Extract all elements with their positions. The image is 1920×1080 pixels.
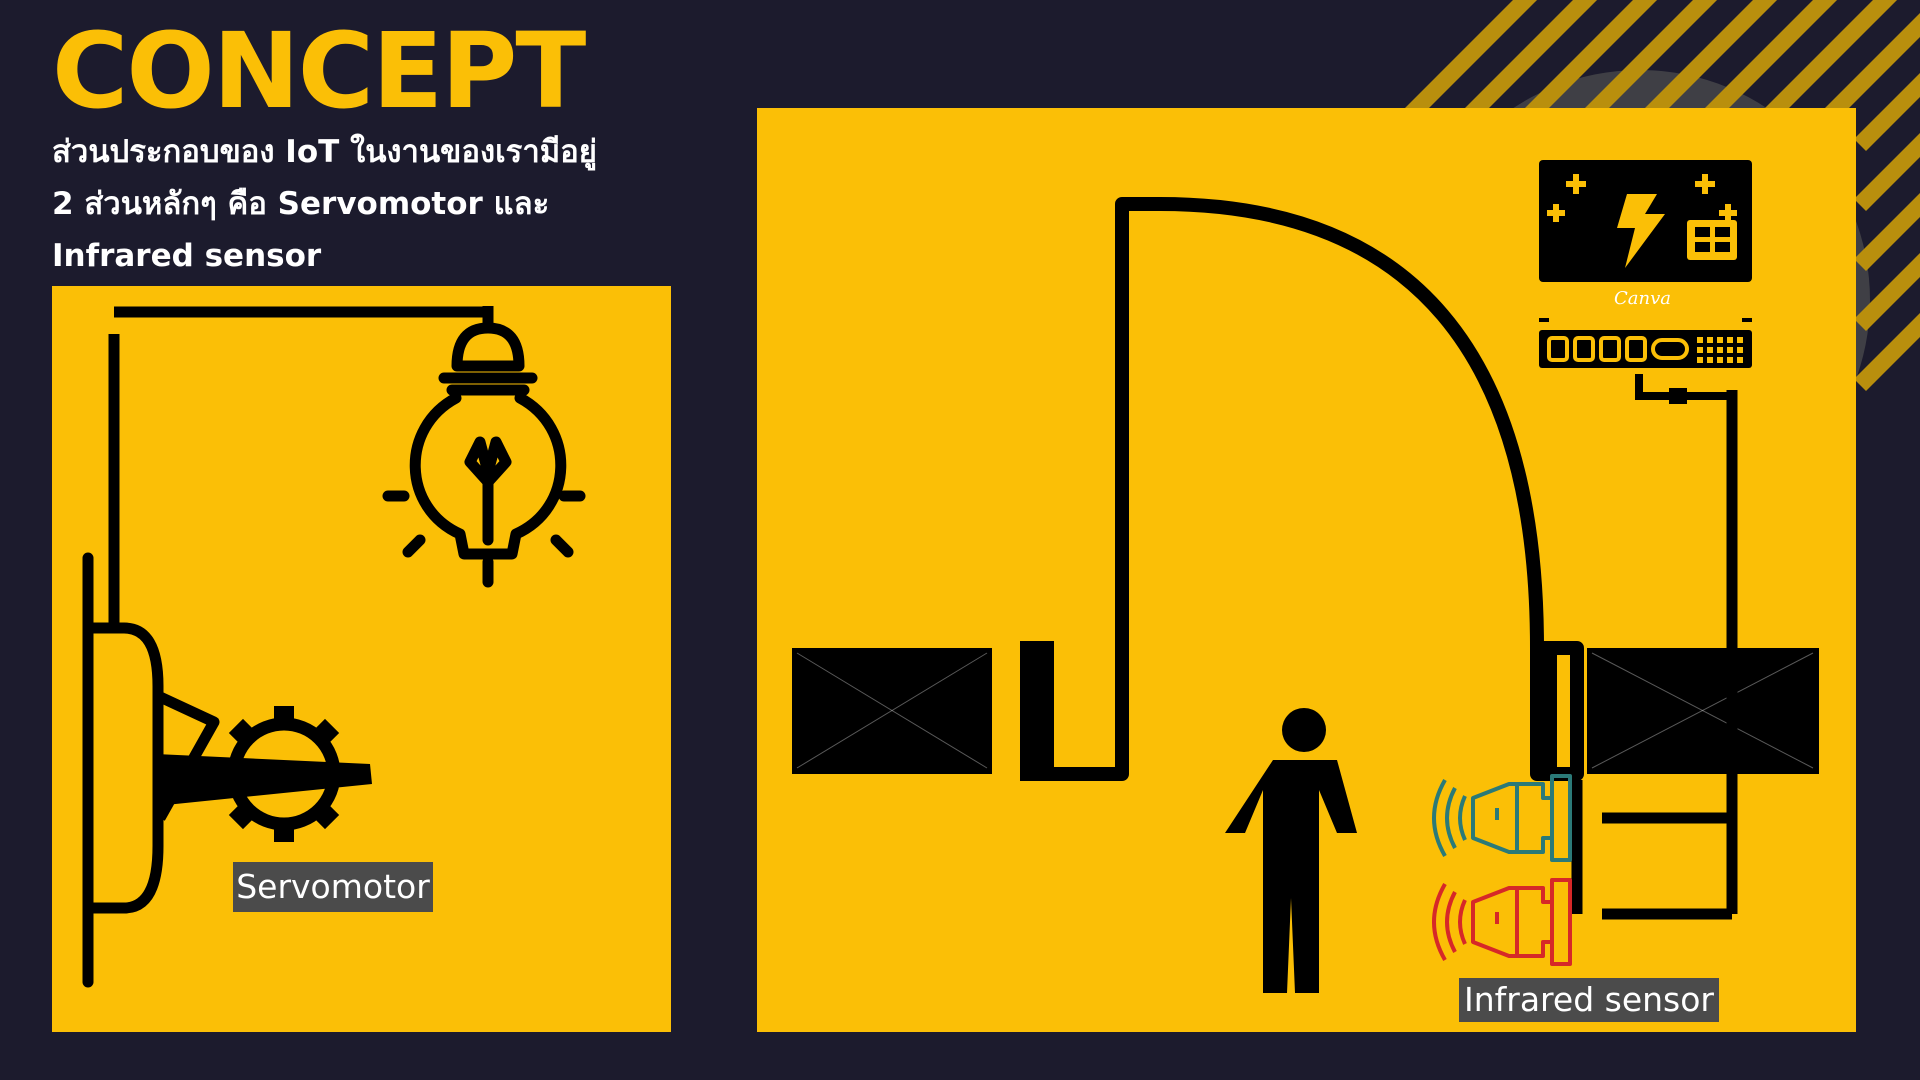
subtitle-line-3: Infrared sensor [52,238,322,274]
servomotor-label: Servomotor [233,862,433,912]
page-title: CONCEPT [52,10,586,132]
infrared-sensor-label: Infrared sensor [1459,978,1719,1022]
person-icon [1225,708,1357,993]
watermark-text: Canva [1614,288,1671,309]
power-supply-icon: Canva [1539,160,1752,309]
light-bulb-icon [382,322,586,588]
servo-arm [156,754,372,806]
subtitle: ส่วนประกอบของ IoT ในงานของเรามีอยู่ 2 ส่… [52,126,692,282]
infrared-sensor-icon [1432,774,1572,862]
controller-board-icon [1539,318,1752,404]
wall-right [1537,648,1819,774]
servo-housing [88,622,164,914]
door-sensor-diagram: Canva [792,160,1819,993]
subtitle-line-2: 2 ส่วนหลักๆ คือ Servomotor และ [52,186,550,222]
subtitle-line-1: ส่วนประกอบของ IoT ในงานของเรามีอยู่ [52,134,597,170]
servomotor-diagram [82,306,586,988]
infrared-sensor-icon [1432,878,1572,966]
door-sensor-panel: Canva [757,108,1856,1032]
servomotor-panel: Servomotor [52,286,671,1032]
door-swing-path [1047,197,1544,781]
wall-left [792,648,1047,774]
